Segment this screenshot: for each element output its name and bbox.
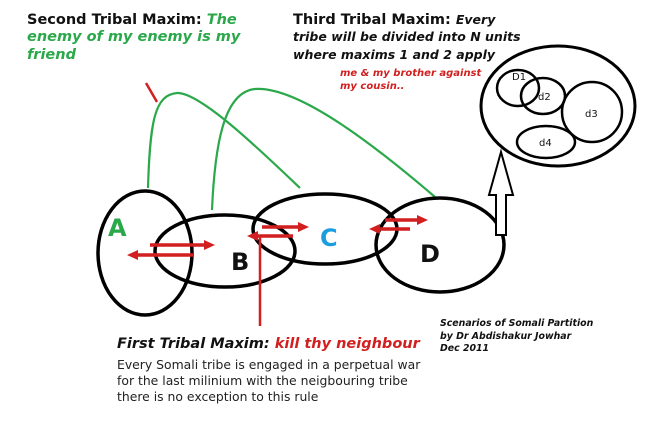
subunit-label-d2: d2 <box>538 92 551 103</box>
expand-arrow-icon <box>487 148 515 236</box>
credit-date: Dec 2011 <box>440 343 490 355</box>
second-maxim-text: The enemy of my enemy is my friend <box>27 12 241 63</box>
subunit-label-d3: d3 <box>585 109 598 120</box>
tribe-label-d: D <box>420 240 440 268</box>
first-maxim-title: First Tribal Maxim: <box>117 336 270 352</box>
tribe-b-circle <box>153 213 297 289</box>
conflict-arrows-a-b <box>127 240 215 260</box>
first-maxim-text: kill thy neighbour <box>274 336 420 352</box>
subunit-d4-circle <box>515 124 577 160</box>
alliance-arc-a-c <box>146 91 301 189</box>
second-maxim: Second Tribal Maxim: The enemy of my ene… <box>27 12 242 64</box>
subunit-d2-circle <box>519 76 567 116</box>
tribe-label-c: C <box>320 224 338 252</box>
first-maxim-description: Every Somali tribe is engaged in a perpe… <box>117 357 421 405</box>
subunit-container <box>479 44 637 168</box>
second-maxim-title: Second Tribal Maxim: <box>27 12 202 28</box>
first-maxim: First Tribal Maxim: kill thy neighbour <box>117 336 427 353</box>
tribe-label-b: B <box>231 248 249 276</box>
tribe-a-circle <box>96 189 194 317</box>
credit-title: Scenarios of Somali Partition <box>440 318 594 329</box>
maxim2-pointer <box>144 82 159 103</box>
subunit-label-d1: D1 <box>512 72 526 83</box>
conflict-arrows-b-c <box>247 222 309 241</box>
third-maxim-text: Every tribe will be divided into N units… <box>293 12 521 62</box>
credit-author: by Dr Abdishakur Jowhar <box>440 330 572 342</box>
tribe-d-circle <box>374 196 506 294</box>
third-maxim-note: me & my brother against my cousin.. <box>340 68 482 92</box>
third-maxim-title: Third Tribal Maxim: <box>293 12 451 28</box>
subunit-d1-circle <box>495 68 541 108</box>
subunit-d3-circle <box>560 80 624 144</box>
alliance-arc-b-d <box>210 87 436 211</box>
credit-block: Scenarios of Somali Partition by Dr Abdi… <box>440 318 593 356</box>
third-maxim: Third Tribal Maxim: Every tribe will be … <box>293 12 523 64</box>
conflict-arrows-c-d <box>369 215 428 234</box>
subunit-label-d4: d4 <box>539 138 552 149</box>
tribe-label-a: A <box>108 214 127 242</box>
